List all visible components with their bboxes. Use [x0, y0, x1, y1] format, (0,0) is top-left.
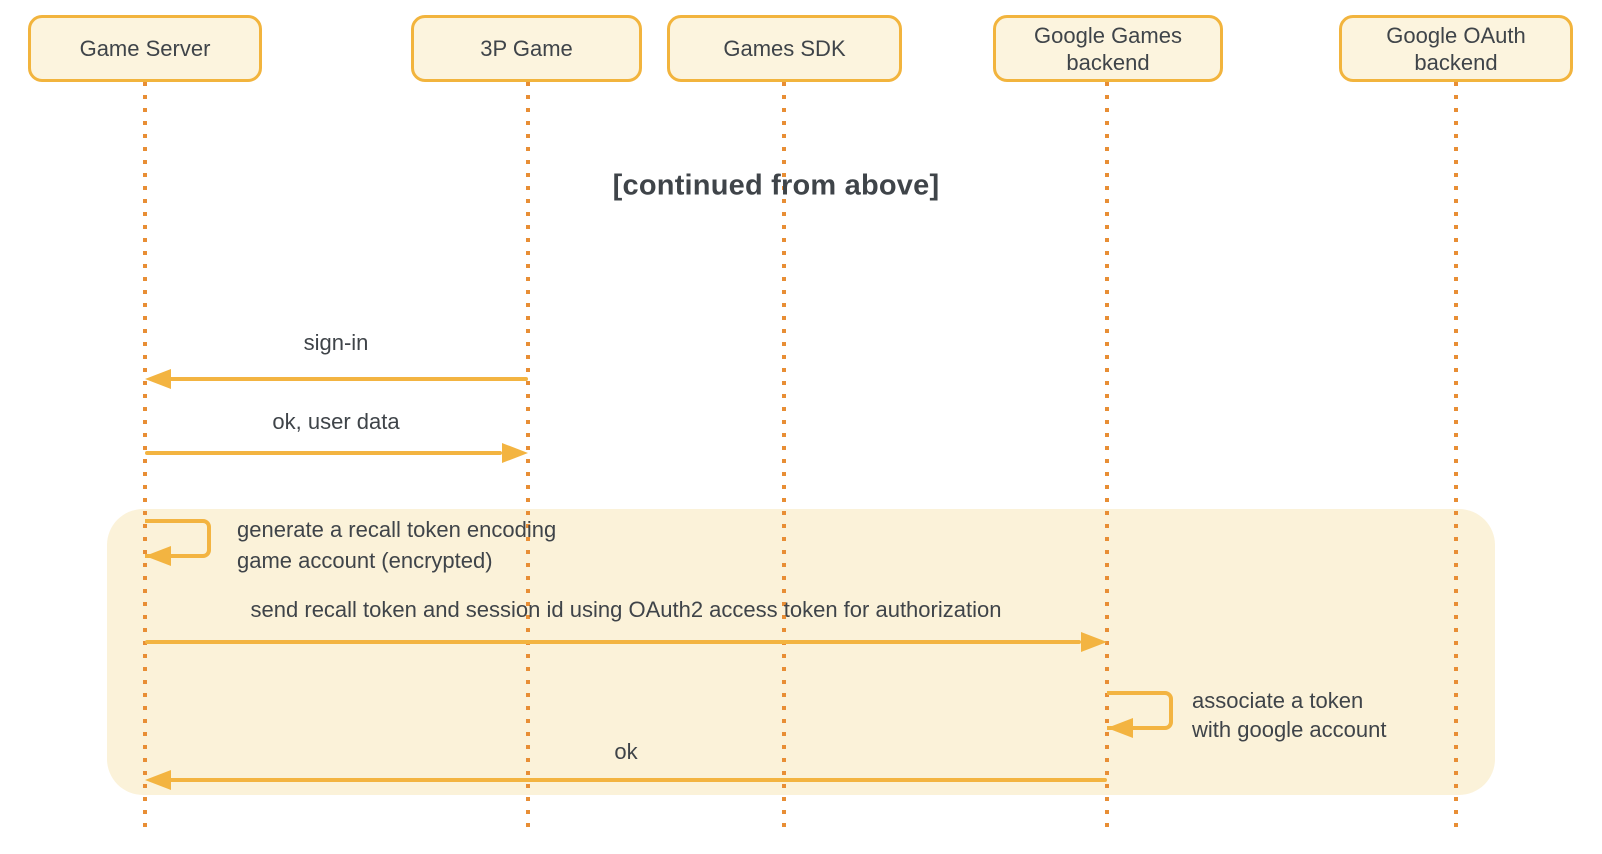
continued-note: [continued from above] — [612, 169, 940, 202]
lifeline-games-sdk — [782, 82, 786, 836]
message-label-send-recall-token: send recall token and session id using O… — [250, 597, 1002, 622]
self-message-loop-google-games-backend — [1107, 691, 1173, 730]
self-message-label-associate-token: associate a token with google account — [1192, 686, 1386, 744]
message-line-sign-in — [162, 377, 528, 381]
arrowhead-right-icon — [1081, 632, 1107, 652]
arrowhead-left-icon — [145, 369, 171, 389]
actor-label: Google Games backend — [1034, 22, 1182, 75]
self-message-line-1: generate a recall token encoding — [237, 517, 557, 542]
self-message-line-2: with google account — [1192, 717, 1387, 742]
lifeline-game-server — [143, 82, 147, 836]
self-message-line-1: associate a token — [1192, 688, 1364, 713]
actor-label: Google OAuth backend — [1386, 22, 1526, 75]
message-label-ok: ok — [614, 739, 638, 764]
actor-google-oauth-backend: Google OAuth backend — [1339, 15, 1573, 82]
message-label-ok-user-data: ok, user data — [272, 409, 400, 434]
actor-game-server: Game Server — [28, 15, 262, 82]
self-message-label-generate-token: generate a recall token encoding game ac… — [237, 514, 556, 576]
message-line-ok-user-data — [145, 451, 502, 455]
arrowhead-left-icon — [1107, 718, 1133, 738]
arrowhead-right-icon — [502, 443, 528, 463]
self-message-line-2: game account (encrypted) — [237, 548, 493, 573]
message-label-sign-in: sign-in — [303, 330, 369, 355]
message-line-send-recall-token — [145, 640, 1081, 644]
actor-label: Game Server — [79, 36, 211, 61]
lifeline-google-oauth-backend — [1454, 82, 1458, 836]
actor-games-sdk: Games SDK — [667, 15, 902, 82]
self-message-loop-game-server — [145, 519, 211, 558]
lifeline-google-games-backend — [1105, 82, 1109, 836]
actor-label: Games SDK — [723, 36, 846, 61]
highlight-region — [107, 509, 1495, 795]
arrowhead-left-icon — [145, 770, 171, 790]
actor-3p-game: 3P Game — [411, 15, 642, 82]
actor-label: 3P Game — [480, 36, 573, 61]
arrowhead-left-icon — [145, 546, 171, 566]
actor-google-games-backend: Google Games backend — [993, 15, 1223, 82]
message-line-ok — [162, 778, 1107, 782]
lifeline-3p-game — [526, 82, 530, 836]
